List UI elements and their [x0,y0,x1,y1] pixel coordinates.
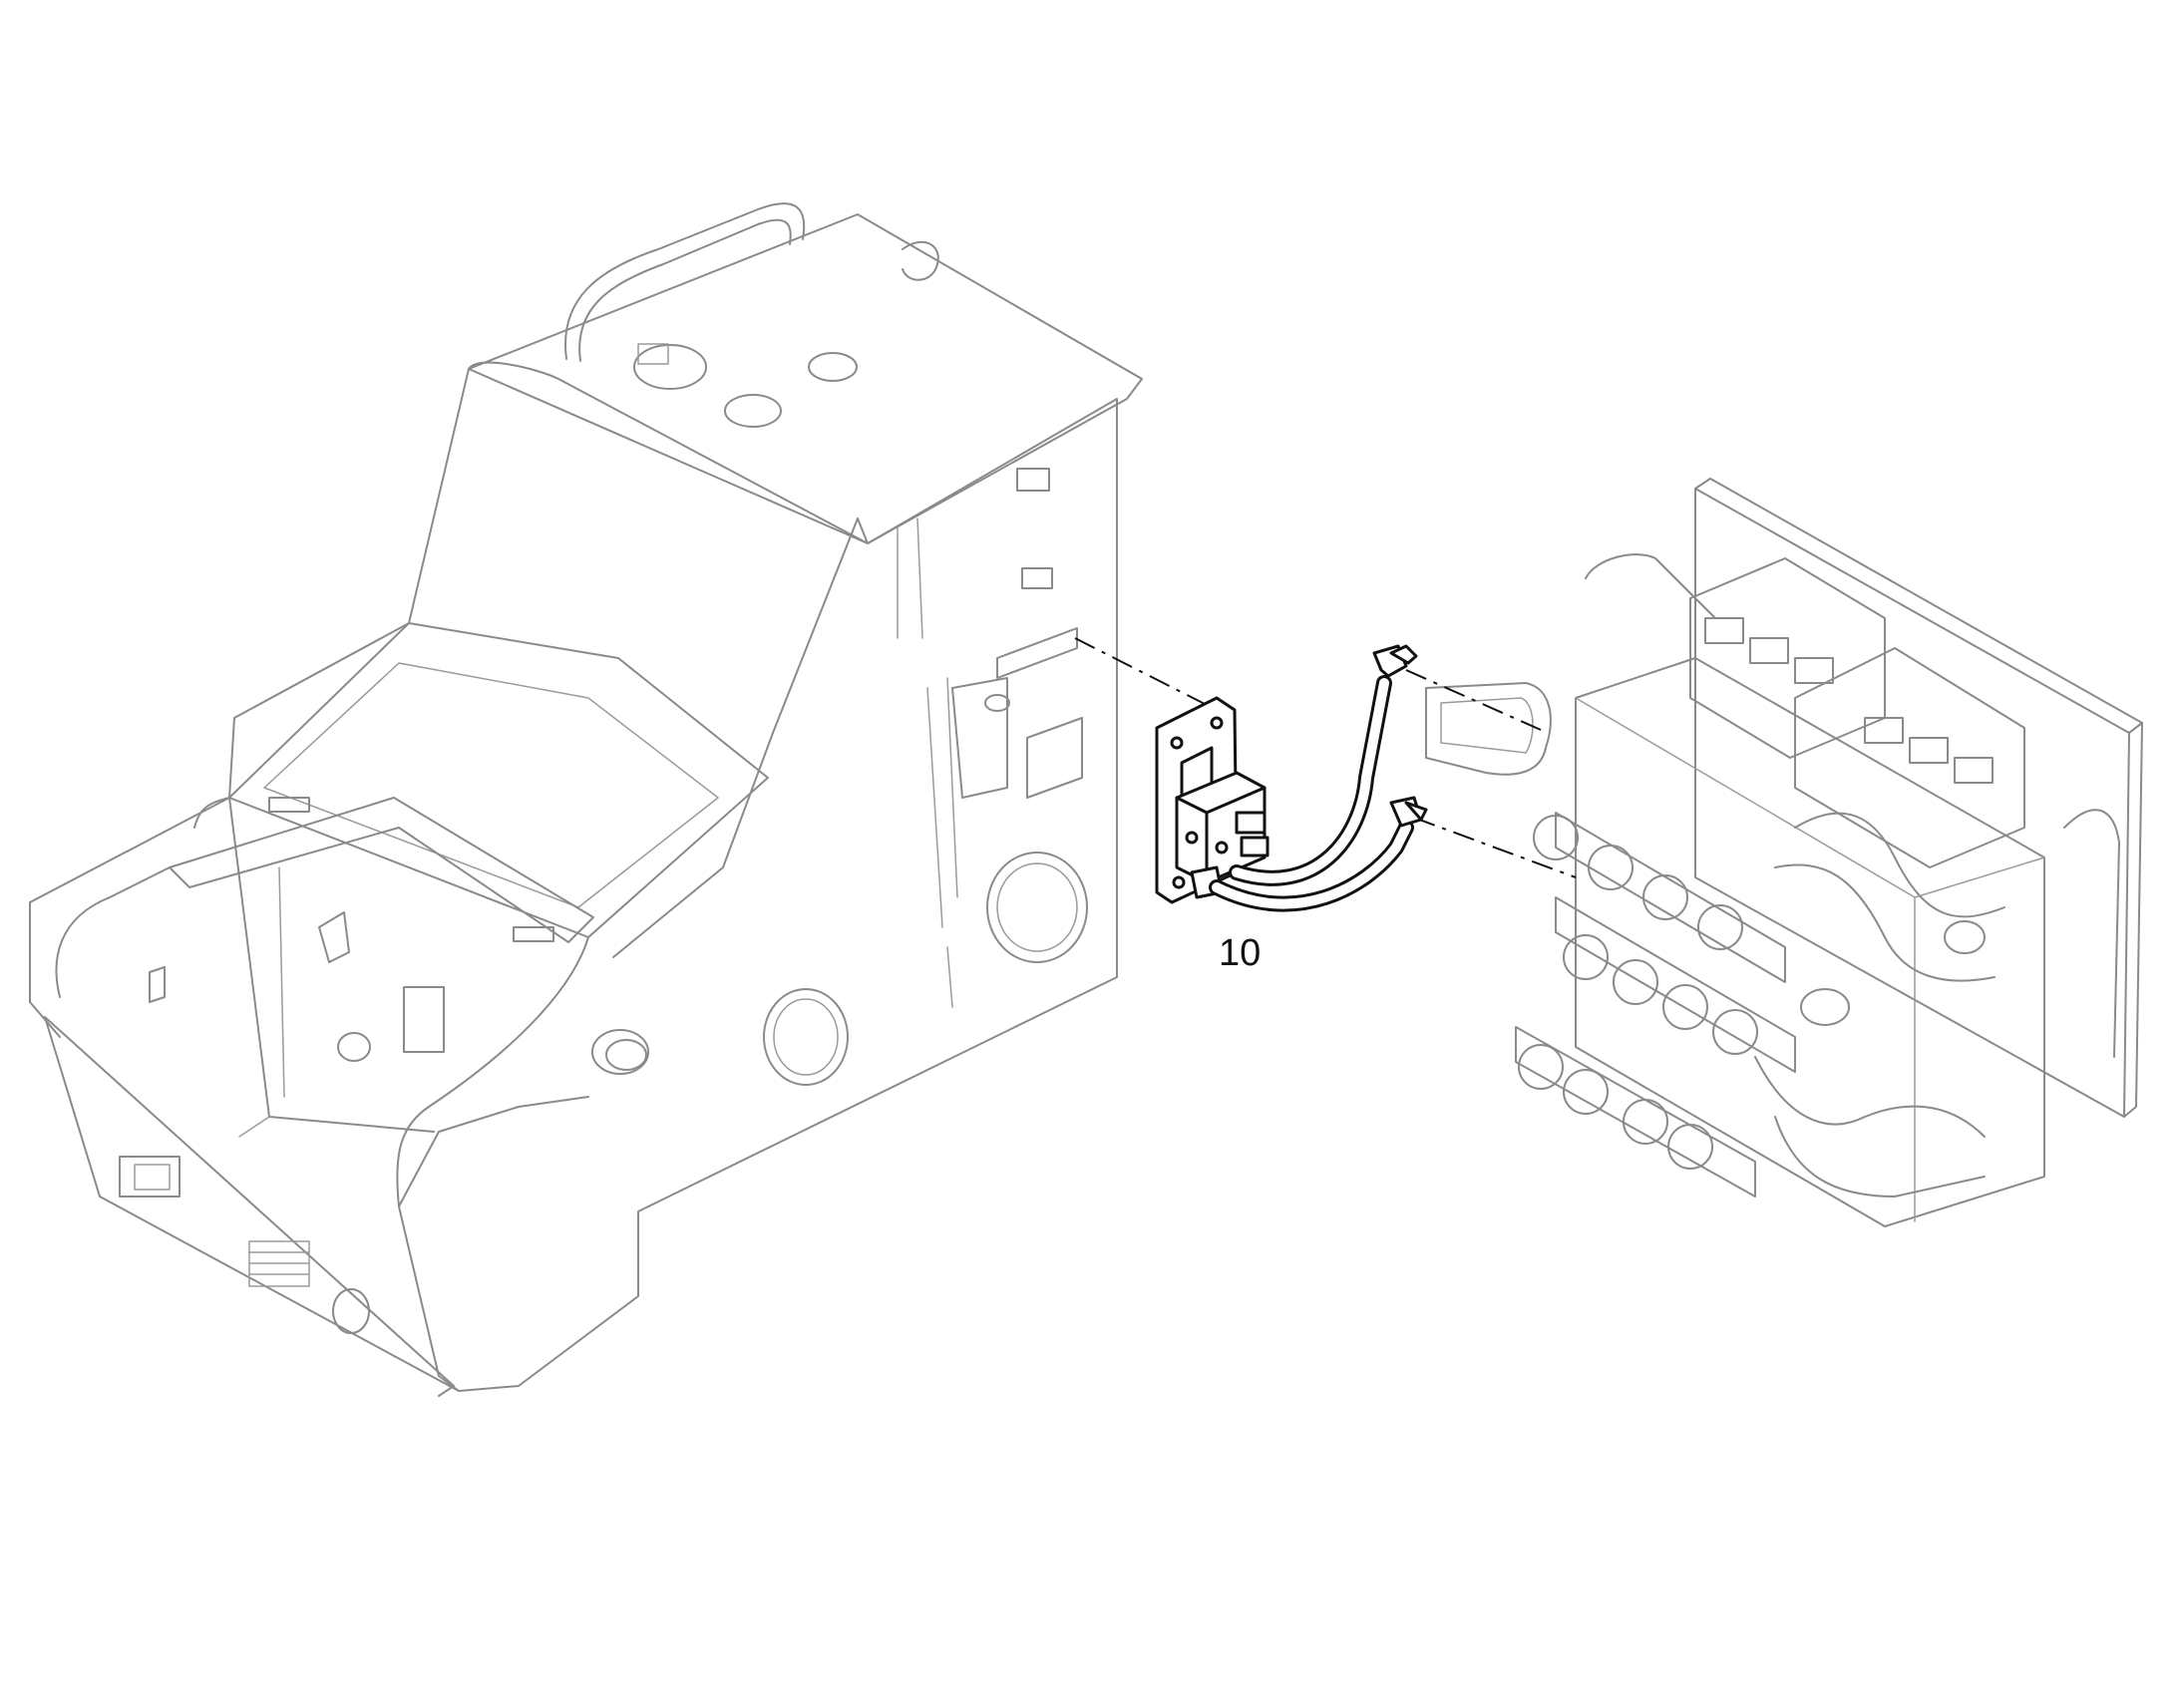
flange-row-middle [1555,896,1796,1073]
highlighted-part-10 [1155,644,1428,912]
flange-row-upper [1533,812,1786,983]
machine-chassis [29,202,1143,1397]
callout-label-10: 10 [1219,932,1261,974]
valve-bank-assembly [1425,478,2143,1227]
flange-row-lower [1515,1026,1756,1197]
leader-lines [1074,637,1577,878]
callout-10: 10 [1219,932,1261,974]
